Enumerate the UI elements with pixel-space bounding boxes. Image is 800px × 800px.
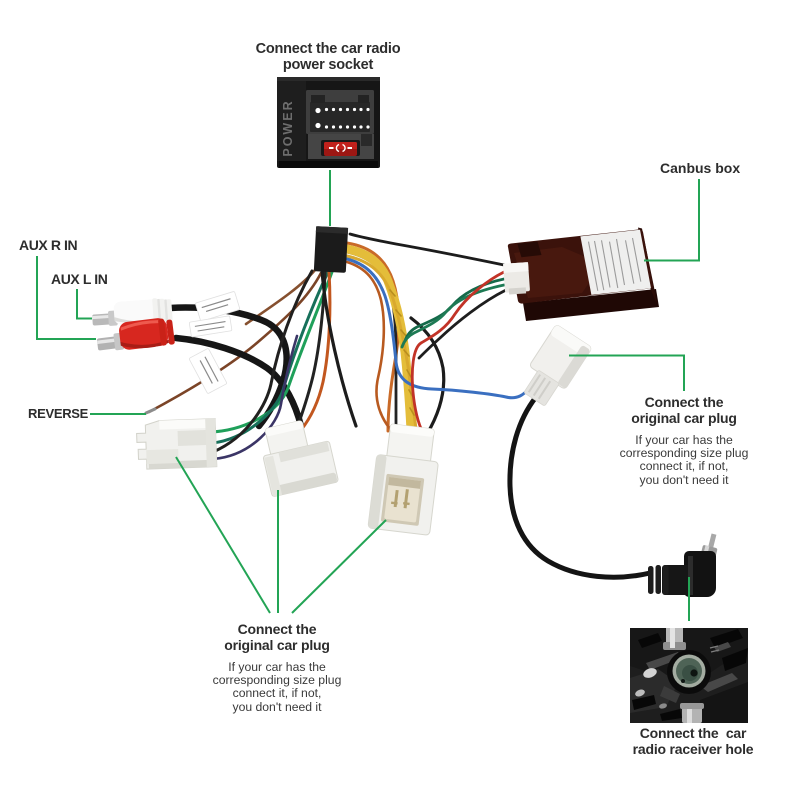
svg-text:POWER: POWER	[281, 99, 295, 156]
